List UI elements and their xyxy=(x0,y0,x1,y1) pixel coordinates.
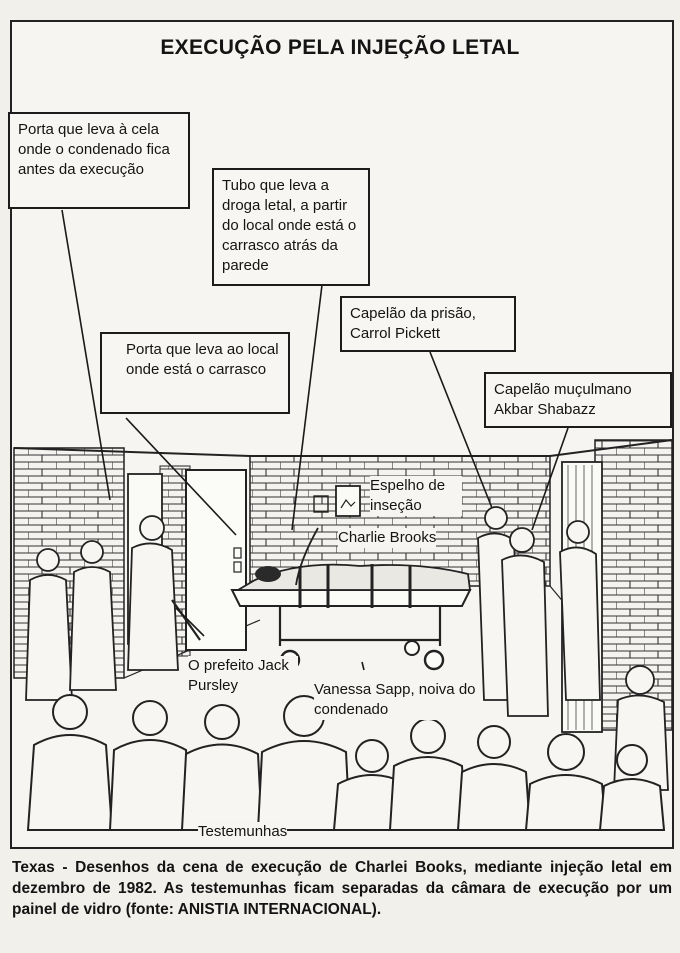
execution-chamber-illustration xyxy=(13,209,673,831)
figure-caption: Texas - Desenhos da cena de execução de … xyxy=(12,859,672,918)
label-tube: Tubo que leva a droga letal, a partir do… xyxy=(212,168,370,286)
door-executioner-drawing xyxy=(185,469,247,651)
label-chaplain: Capelão da prisão, Carrol Pickett xyxy=(340,296,516,352)
witnesses-crowd-drawing xyxy=(26,694,666,831)
label-chaplain-text: Capelão da prisão, Carrol Pickett xyxy=(350,305,476,342)
gurney-drawing xyxy=(230,527,472,671)
label-condemned: Charlie Brooks xyxy=(338,528,437,548)
standing-officials-left xyxy=(25,515,201,701)
label-mirror: Espelho de inseção xyxy=(370,476,462,516)
observation-mirror-drawing xyxy=(313,485,361,517)
label-muslim-chaplain: Capelão muçulmano Akbar Shabazz xyxy=(484,372,672,428)
label-door-cell-text: Porta que leva à cela onde o condenado f… xyxy=(18,121,170,178)
label-door-executioner-text: Porta que leva ao local onde está o carr… xyxy=(126,341,279,378)
page-title: EXECUÇÃO PELA INJEÇÃO LETAL xyxy=(160,36,520,59)
label-door-cell: Porta que leva à cela onde o condenado f… xyxy=(8,112,190,209)
label-door-executioner: Porta que leva ao local onde está o carr… xyxy=(100,332,290,414)
label-tube-text: Tubo que leva a droga letal, a partir do… xyxy=(222,177,357,274)
label-muslim-chaplain-text: Capelão muçulmano Akbar Shabazz xyxy=(494,381,632,418)
label-witnesses: Testemunhas xyxy=(198,822,288,842)
label-mayor: O prefeito Jack Pursley xyxy=(188,656,298,696)
leader-lines xyxy=(61,209,569,671)
label-fiancee: Vanessa Sapp, noiva do condenado xyxy=(314,680,480,720)
